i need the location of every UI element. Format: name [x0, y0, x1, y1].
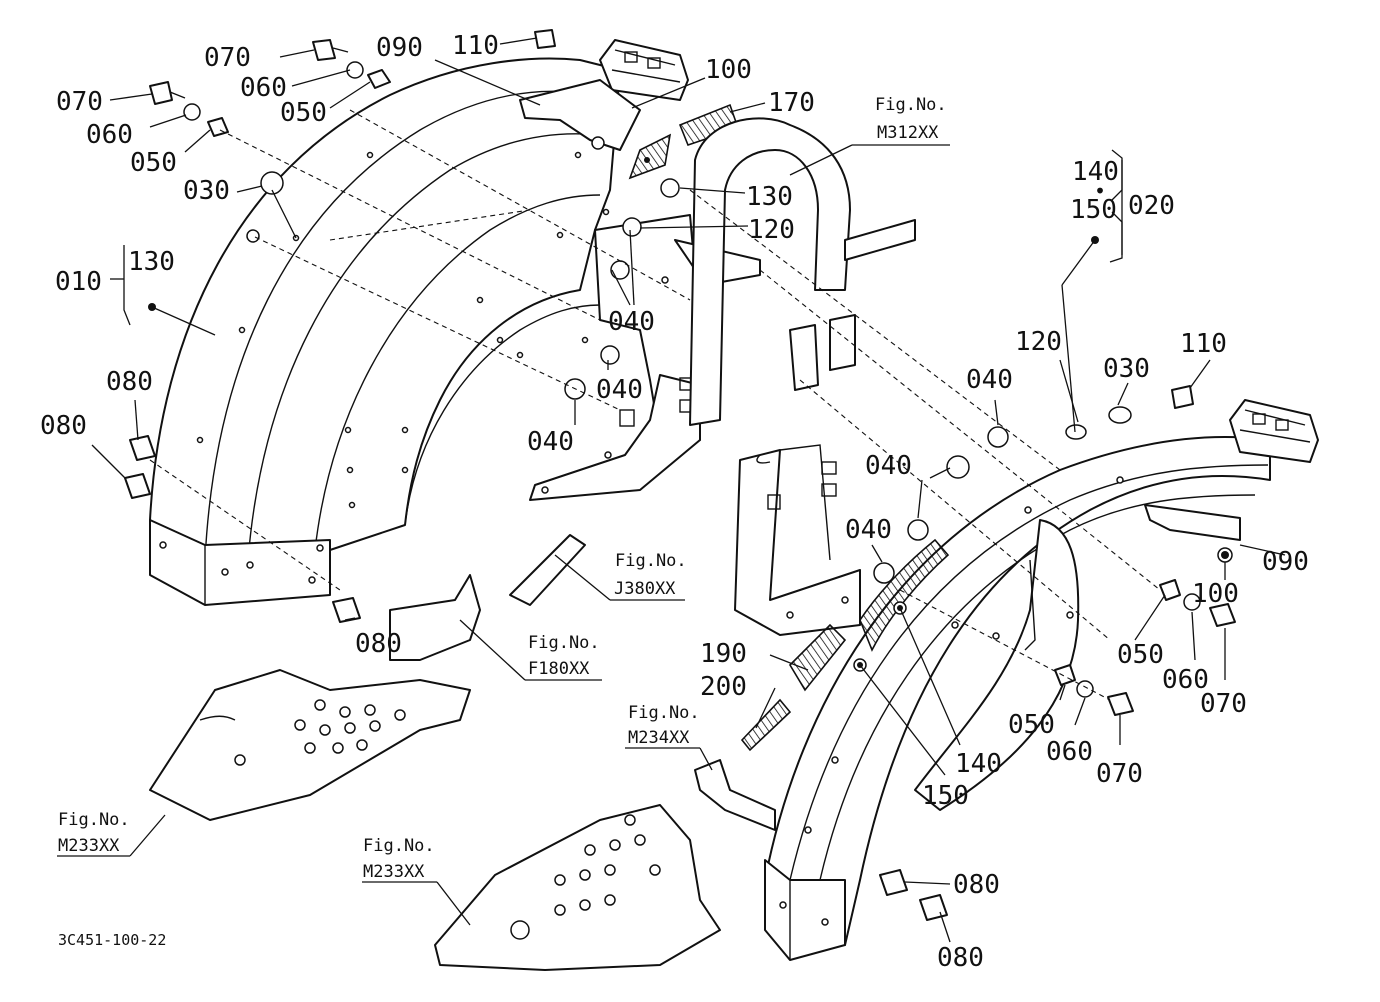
fig-ref-m233-bottom-number: M233XX — [363, 862, 425, 882]
callout-040-c: 040 — [527, 427, 574, 457]
callout-070-right-b: 070 — [1096, 759, 1143, 789]
callout-labels: 070 110 090 100 060 050 170 070 060 050 … — [40, 31, 1309, 973]
callout-050-right-a: 050 — [1117, 640, 1164, 670]
callout-060-right-b: 060 — [1046, 737, 1093, 767]
callout-200: 200 — [700, 672, 747, 702]
callout-150-right-top: 150 — [1070, 195, 1117, 225]
callout-050-top: 050 — [280, 98, 327, 128]
callout-030-right: 030 — [1103, 354, 1150, 384]
callout-100-right: 100 — [1192, 579, 1239, 609]
callout-140-right-top: 140 — [1072, 157, 1119, 187]
callout-060-right-a: 060 — [1162, 665, 1209, 695]
callout-170: 170 — [768, 88, 815, 118]
callout-100-top-left: 100 — [705, 55, 752, 85]
alignment-lines — [149, 109, 1161, 701]
callout-130-center: 130 — [746, 182, 793, 212]
callout-190: 190 — [700, 639, 747, 669]
callout-050-right-b: 050 — [1008, 710, 1055, 740]
svg-text:•: • — [1094, 179, 1106, 203]
callout-070-left: 070 — [56, 87, 103, 117]
figure-references: Fig.No. M312XX Fig.No. J380XX Fig.No. F1… — [58, 95, 947, 882]
rops-frame — [689, 117, 916, 636]
fig-ref-m234-number: M234XX — [628, 728, 690, 748]
callout-090-right: 090 — [1262, 547, 1309, 577]
callout-060-top: 060 — [240, 73, 287, 103]
callout-030-left: 030 — [183, 176, 230, 206]
diagram-code: 3C451-100-22 — [58, 931, 166, 949]
fig-ref-m233-bottom-prefix: Fig.No. — [363, 836, 435, 856]
callout-010: 010 — [55, 267, 102, 297]
callout-150-right-bottom: 150 — [922, 781, 969, 811]
left-lamp-assembly — [519, 39, 740, 180]
callout-130-left: 130 — [128, 247, 175, 277]
right-fasteners — [873, 385, 1236, 921]
fig-ref-m233-left-prefix: Fig.No. — [58, 810, 130, 830]
callout-140-right-bottom: 140 — [955, 749, 1002, 779]
callout-110-right: 110 — [1180, 329, 1227, 359]
left-fender — [149, 57, 621, 606]
callout-020: 020 — [1128, 191, 1175, 221]
callout-040-e: 040 — [865, 451, 912, 481]
callout-120-center: 120 — [748, 215, 795, 245]
fig-ref-j380-number: J380XX — [614, 579, 676, 599]
fig-ref-f180-number: F180XX — [528, 659, 590, 679]
callout-040-b: 040 — [596, 375, 643, 405]
callout-040-f: 040 — [845, 515, 892, 545]
callout-080-e: 080 — [937, 943, 984, 973]
fig-ref-f180-prefix: Fig.No. — [528, 633, 600, 653]
callout-040-a: 040 — [608, 307, 655, 337]
left-floor-plate — [149, 669, 471, 821]
callout-070-right-a: 070 — [1200, 689, 1247, 719]
callout-080-b: 080 — [40, 411, 87, 441]
fig-ref-m233-left-number: M233XX — [58, 836, 120, 856]
leader-lines — [57, 37, 1286, 943]
callout-050-left: 050 — [130, 148, 177, 178]
fig-ref-m312-number: M312XX — [877, 123, 939, 143]
callout-080-d: 080 — [953, 870, 1000, 900]
callout-080-c: 080 — [355, 629, 402, 659]
callout-070-top: 070 — [204, 43, 251, 73]
left-fasteners — [124, 29, 556, 623]
callout-040-d: 040 — [966, 365, 1013, 395]
fig-ref-j380-prefix: Fig.No. — [615, 551, 687, 571]
right-floor-plate — [434, 804, 721, 971]
callout-120-right: 120 — [1015, 327, 1062, 357]
right-fender — [764, 399, 1319, 961]
decal-stickers — [740, 623, 847, 752]
callout-090-top-left: 090 — [376, 33, 423, 63]
callout-110-top-left: 110 — [452, 31, 499, 61]
fig-ref-m234-prefix: Fig.No. — [628, 703, 700, 723]
callout-060-left: 060 — [86, 120, 133, 150]
callout-080-a: 080 — [106, 367, 153, 397]
fig-ref-m312-prefix: Fig.No. — [875, 95, 947, 115]
misc-brackets — [389, 534, 776, 831]
